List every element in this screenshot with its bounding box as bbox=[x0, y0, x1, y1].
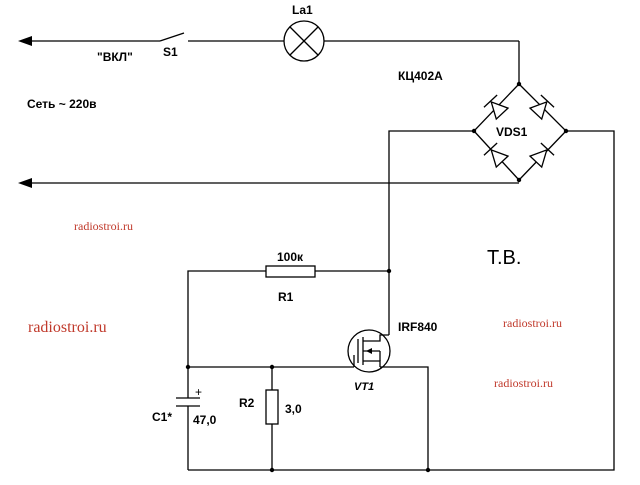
resistor-r2: R2 3,0 bbox=[239, 367, 302, 473]
r1-value: 100к bbox=[277, 250, 304, 264]
bridge-output-wires bbox=[188, 130, 615, 471]
r2-name: R2 bbox=[239, 396, 255, 410]
watermark-1: radiostroi.ru bbox=[74, 219, 133, 233]
transistor-name-label: VT1 bbox=[354, 381, 374, 393]
r2-value: 3,0 bbox=[285, 402, 302, 416]
mains-label: Сеть ~ 220в bbox=[27, 97, 97, 111]
source-wire bbox=[380, 366, 431, 473]
top-mains-wire bbox=[18, 36, 520, 84]
resistor-r1: 100к R1 bbox=[187, 250, 392, 367]
switch-caption: "ВКЛ" bbox=[97, 50, 133, 64]
arrow-left-icon-top bbox=[18, 36, 32, 46]
watermark-3: radiostroi.ru bbox=[503, 316, 562, 330]
lamp-label: La1 bbox=[292, 3, 313, 17]
watermark-2: radiostroi.ru bbox=[28, 319, 107, 336]
diode-upper-left bbox=[483, 94, 510, 121]
arrow-left-icon-bottom bbox=[18, 178, 32, 188]
diode-bridge-vds1: КЦ402А VDS1 bbox=[398, 69, 569, 183]
switch-name: S1 bbox=[163, 45, 178, 59]
bridge-part-label: КЦ402А bbox=[398, 69, 443, 83]
capacitor-c1: + C1* 47,0 bbox=[152, 367, 217, 470]
bottom-mains-wire bbox=[18, 178, 519, 188]
switch-s1: "ВКЛ" S1 bbox=[97, 32, 185, 64]
r1-name: R1 bbox=[278, 290, 294, 304]
c1-value: 47,0 bbox=[193, 413, 217, 427]
diode-lower-right bbox=[528, 142, 555, 169]
transistor-vt1: IRF840 VT1 bbox=[347, 271, 438, 393]
lamp-la1: La1 bbox=[283, 3, 325, 62]
diode-upper-right bbox=[528, 94, 555, 121]
c1-name: C1* bbox=[152, 410, 172, 424]
transistor-part-label: IRF840 bbox=[398, 320, 438, 334]
watermark-4: radiostroi.ru bbox=[494, 376, 553, 390]
bridge-name-label: VDS1 bbox=[496, 125, 528, 139]
gate-wire bbox=[185, 364, 354, 370]
cap-polarity-label: + bbox=[195, 385, 202, 399]
tv-label: Т.В. bbox=[487, 247, 521, 269]
diode-lower-left bbox=[483, 142, 510, 169]
